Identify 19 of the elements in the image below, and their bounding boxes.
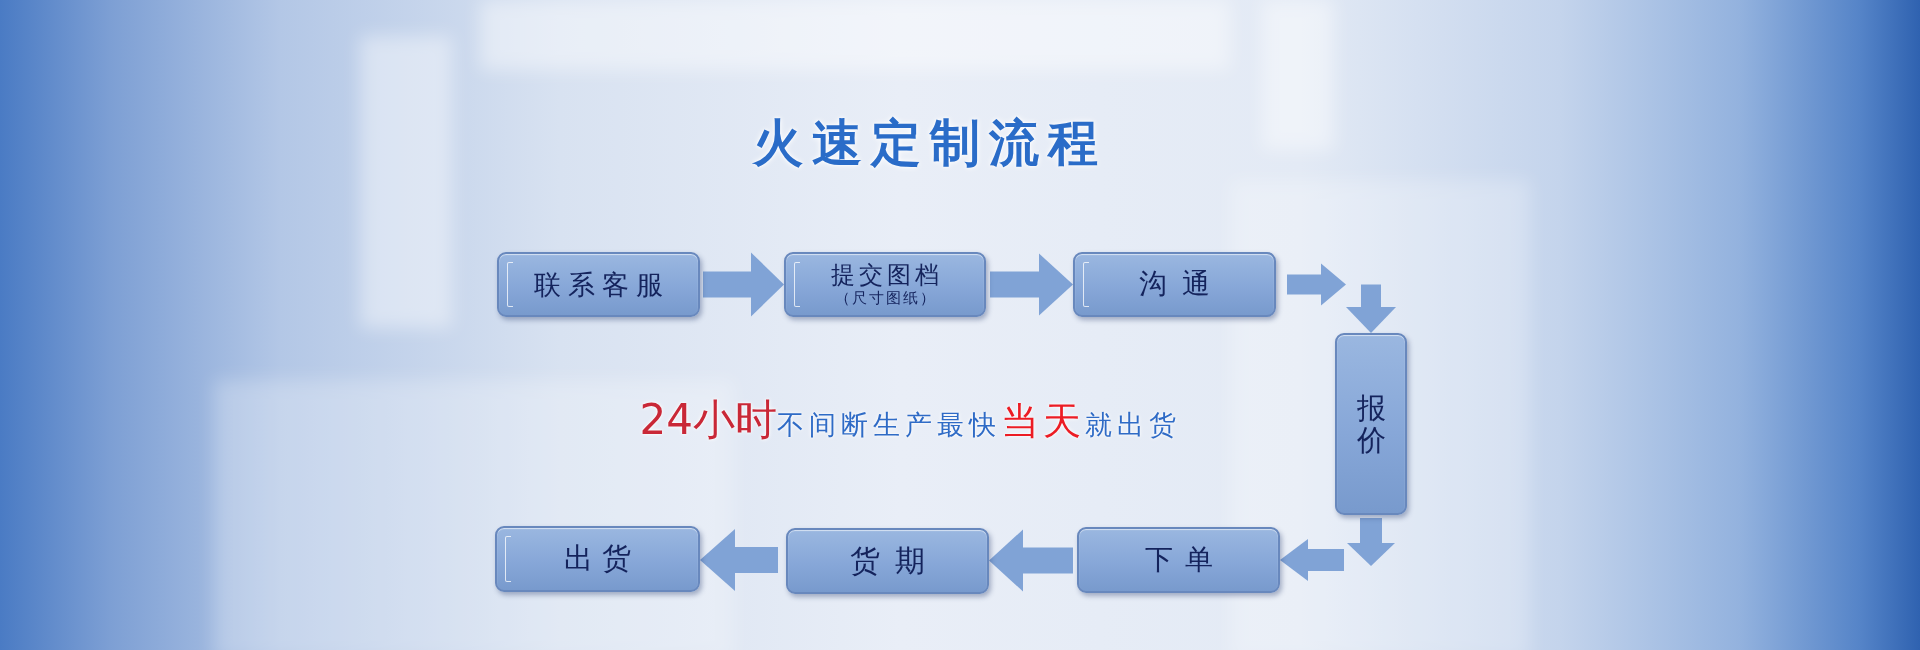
step-label: 提交图档 (831, 261, 943, 290)
process-box (784, 252, 986, 317)
block-arrow (1280, 515, 1395, 581)
slogan-text: 24小时不间断生产最快当天就出货 (639, 394, 1181, 446)
step-label: 联系客服 (534, 268, 670, 300)
step-label: 报价 (1356, 391, 1386, 457)
process-box (497, 252, 700, 317)
step-label: 货期 (850, 543, 940, 579)
step-note: （尺寸图纸） (835, 290, 937, 308)
block-arrow (700, 252, 784, 317)
step-label: 下单 (1144, 543, 1225, 577)
step-label: 出货 (564, 542, 640, 576)
process-box (495, 526, 700, 592)
process-box (1335, 333, 1407, 515)
step-label: 沟通 (1139, 268, 1225, 301)
process-box (786, 528, 989, 594)
process-box (1073, 252, 1276, 317)
process-box (1077, 527, 1280, 593)
diagram-title: 火速定制流程 (751, 113, 1107, 174)
